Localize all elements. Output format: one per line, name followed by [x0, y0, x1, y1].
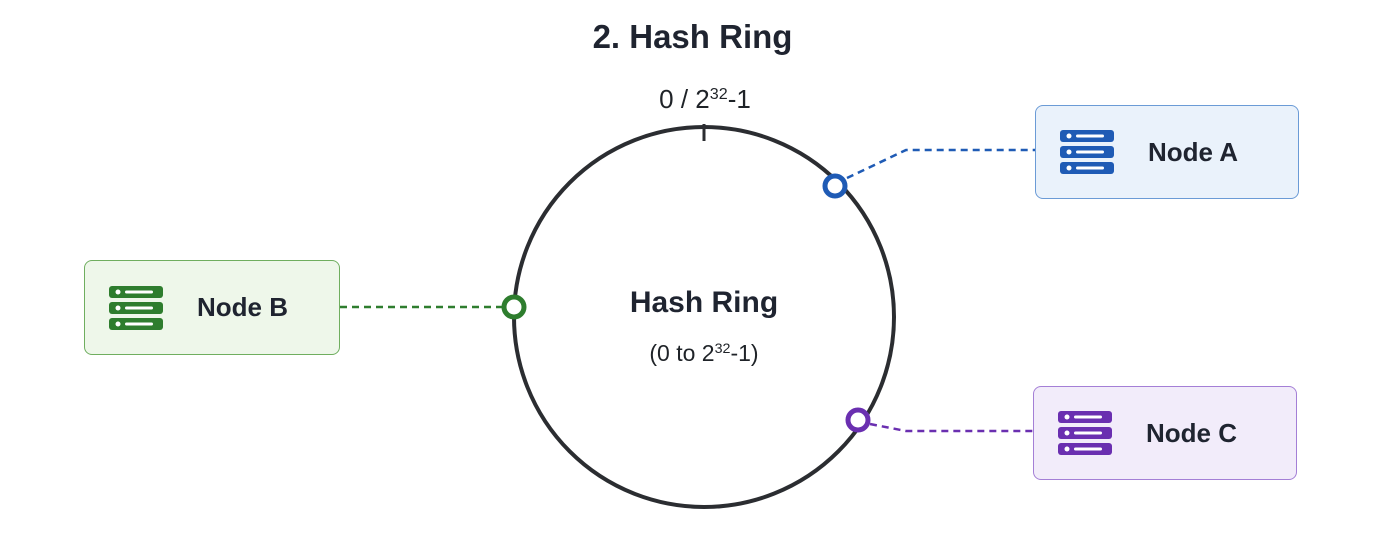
ring-top-marker: 0 / 232-1 — [600, 84, 810, 115]
ring-center-range: (0 to 232-1) — [554, 340, 854, 367]
diagram-title: 2. Hash Ring — [592, 18, 793, 55]
ring-range-tail: -1) — [730, 340, 759, 366]
node-a-box[interactable]: Node A — [1035, 105, 1299, 199]
ring-point-node-a — [822, 173, 848, 199]
ring-point-node-b — [501, 294, 527, 320]
ring-point-node-c — [845, 407, 871, 433]
connector-node-a — [846, 148, 1035, 180]
ring-center-title: Hash Ring — [629, 286, 779, 319]
ring-top-marker-exponent: 32 — [709, 85, 728, 104]
node-b-label: Node B — [197, 292, 288, 322]
ring-top-marker-base: 0 / 2 — [659, 84, 710, 114]
node-c-label: Node C — [1146, 417, 1237, 448]
ring-top-marker-tail: -1 — [727, 84, 751, 114]
server-stack-icon — [1058, 411, 1112, 455]
connector-node-c — [869, 422, 1033, 433]
server-stack-icon — [1060, 130, 1114, 174]
ring-range-base: (0 to 2 — [649, 340, 715, 366]
node-c-box[interactable]: Node C — [1033, 386, 1297, 480]
server-stack-icon — [109, 285, 163, 330]
ring-range-exponent: 32 — [714, 341, 731, 358]
node-a-label: Node A — [1148, 136, 1239, 167]
node-b-box[interactable]: Node B — [84, 260, 340, 355]
